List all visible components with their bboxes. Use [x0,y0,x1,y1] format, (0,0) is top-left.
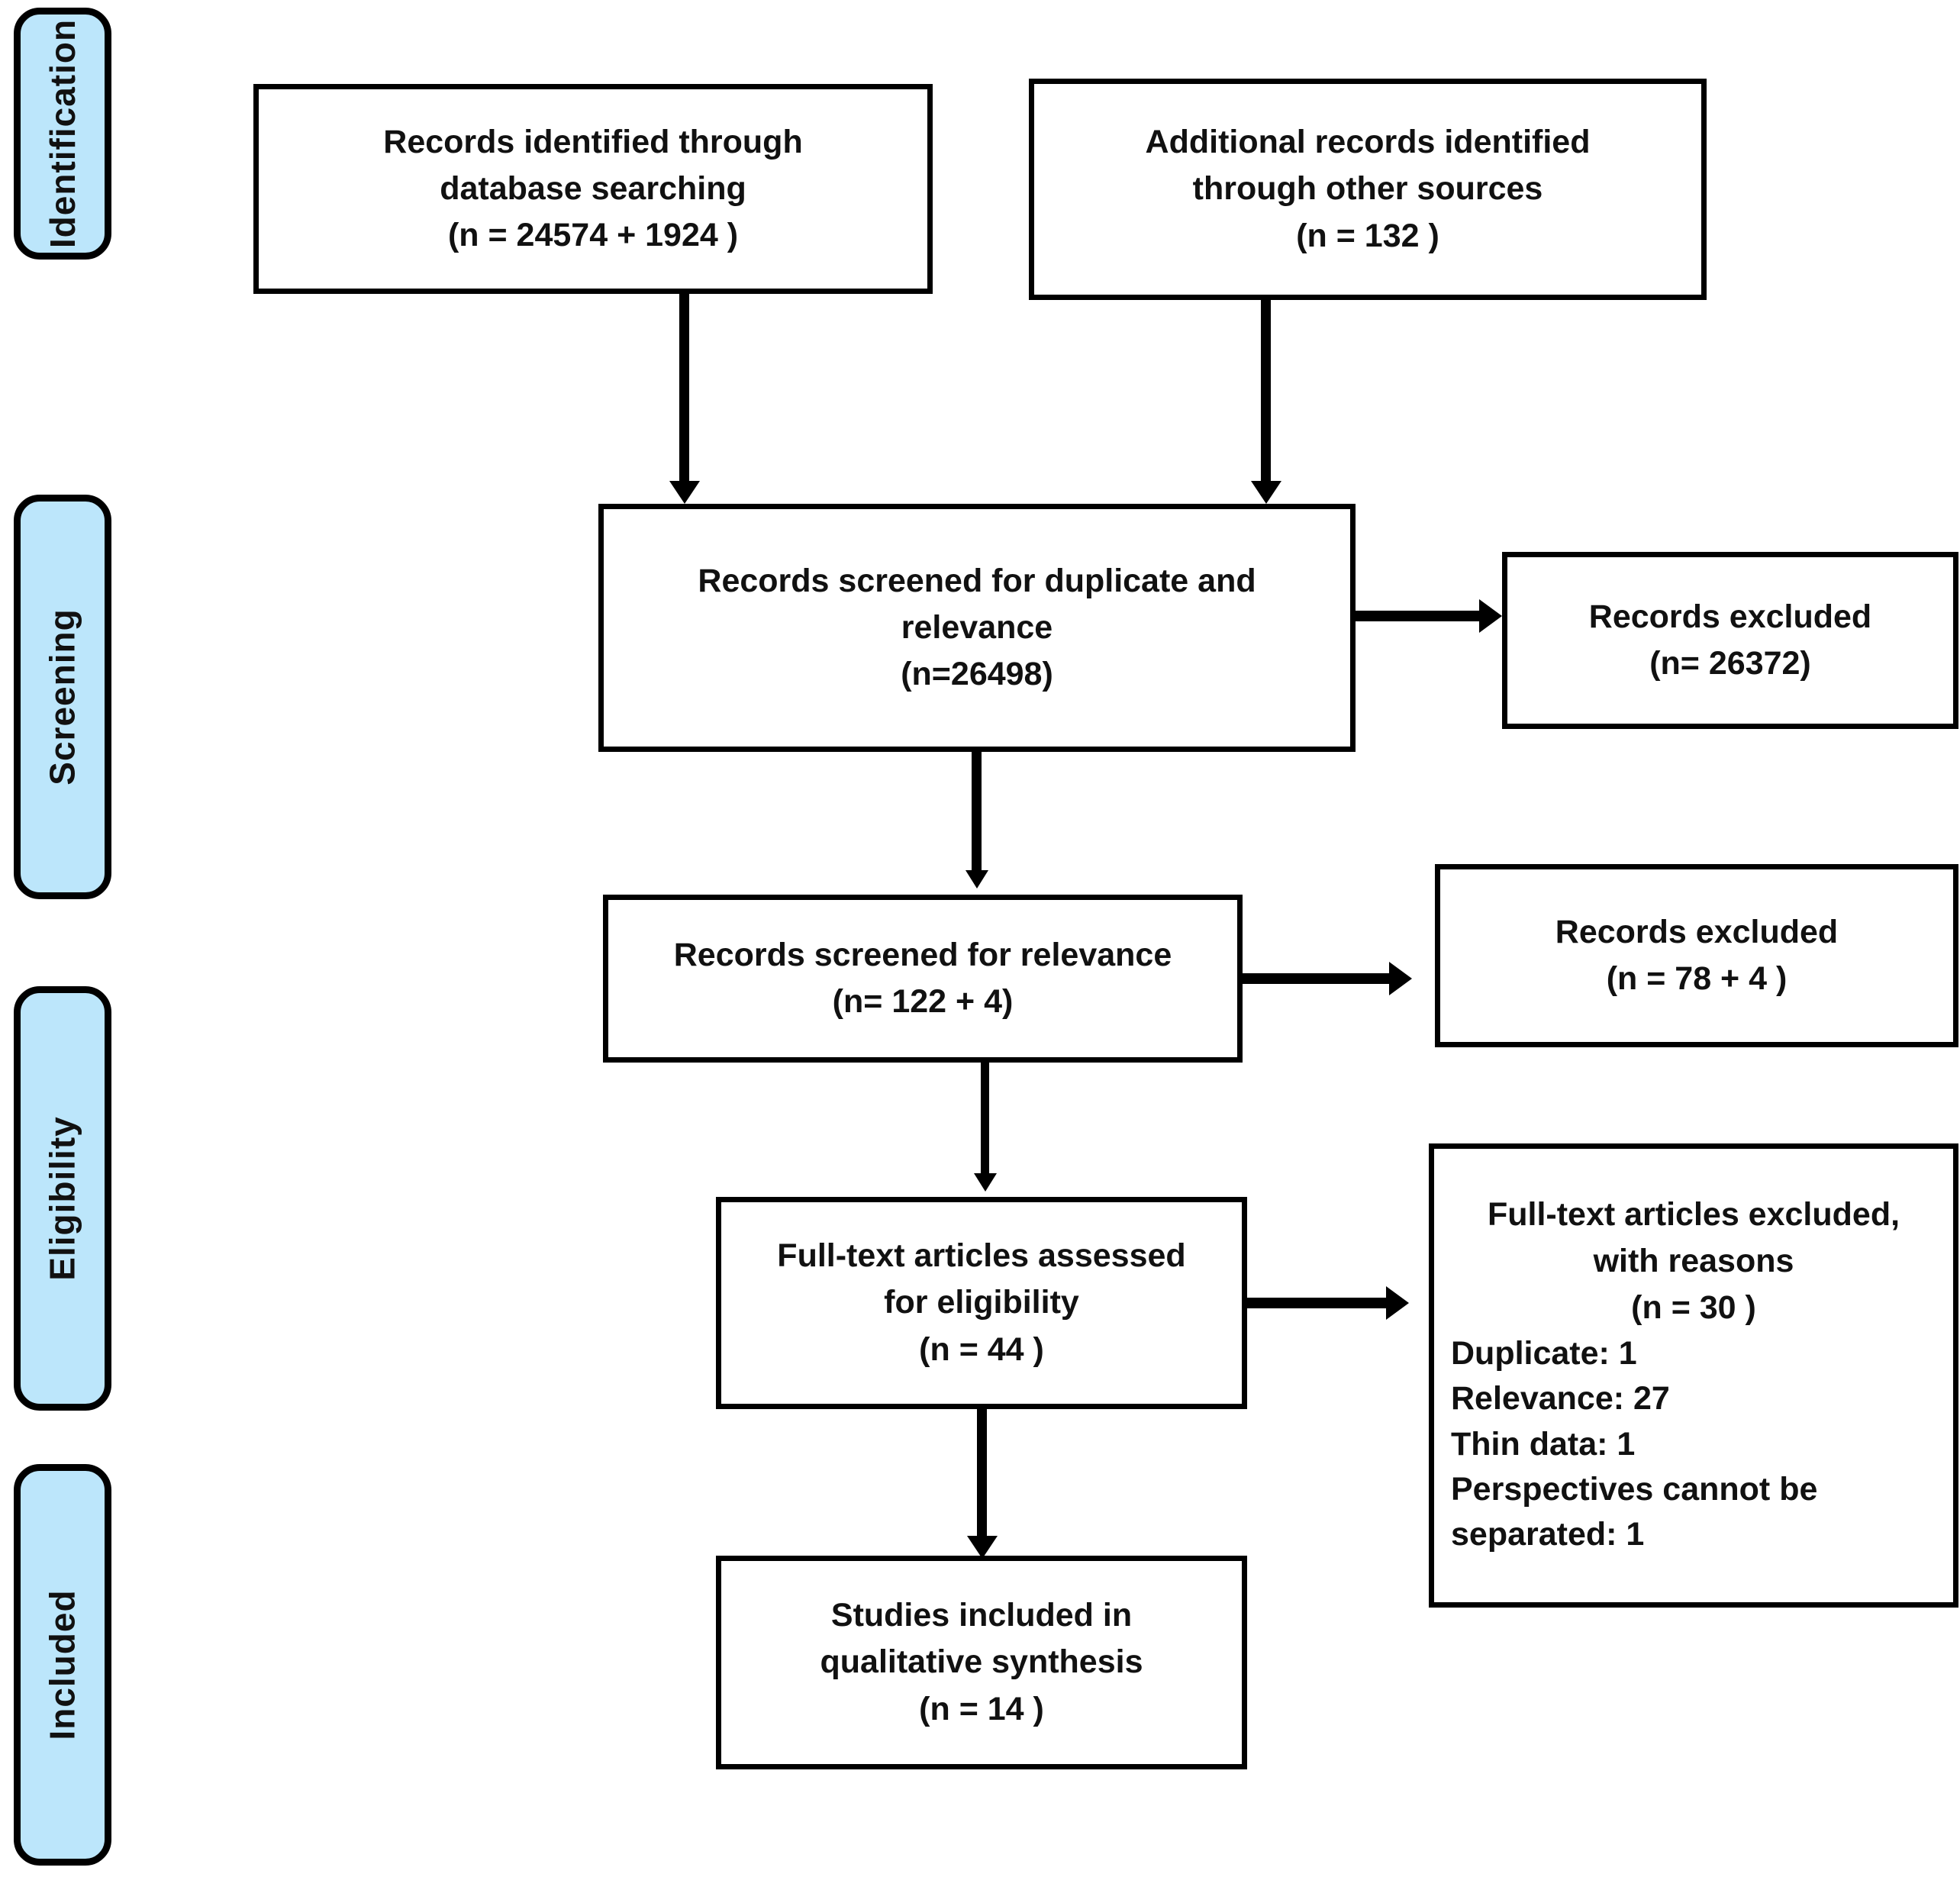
box-line-2: for eligibility [884,1284,1079,1321]
box-records-screened-relevance: Records screened for relevance (n= 122 +… [603,895,1243,1063]
box-line-2: (n = 78 + 4 ) [1606,960,1788,997]
exclusion-reason-perspectives: Perspectives cannot be separated: 1 [1451,1471,1818,1553]
box-line-2: through other sources [1192,170,1543,208]
box-line-2: qualitative synthesis [820,1643,1143,1681]
box-line-3: (n = 24574 + 1924 ) [447,217,739,254]
box-line-1: Full-text articles assessed [777,1237,1186,1275]
box-line-3: (n = 14 ) [919,1690,1044,1727]
stage-pill-eligibility: Eligibility [14,986,111,1411]
box-line-1: Studies included in [830,1597,1133,1634]
arrow-fulltext-to-included-icon [967,1536,998,1559]
stage-pill-screening: Screening [14,495,111,899]
box-line-3: (n = 30 ) [1631,1289,1756,1327]
connector-relevance-to-excluded [1243,973,1392,984]
arrow-fulltext-to-excluded-icon [1386,1286,1409,1320]
box-additional-records-other-sources: Additional records identified through ot… [1029,79,1707,300]
stage-label-eligibility: Eligibility [43,1116,82,1281]
arrow-other-sources-to-screened-icon [1251,481,1281,504]
stage-pill-included: Included [14,1464,111,1866]
box-line-1: Records screened for duplicate and [698,562,1256,599]
box-line-1: Records excluded [1588,598,1872,635]
box-studies-included: Studies included in qualitative synthesi… [716,1556,1247,1769]
box-records-identified-database: Records identified through database sear… [253,84,933,294]
connector-fulltext-to-included [977,1409,987,1545]
box-line-2: relevance [901,608,1053,646]
box-line-3: (n = 44 ) [919,1330,1044,1368]
box-line-1: Records screened for relevance [673,936,1172,973]
box-records-screened-duplicate: Records screened for duplicate and relev… [598,504,1356,752]
box-fulltext-articles-assessed: Full-text articles assessed for eligibil… [716,1197,1247,1409]
arrow-screened-to-excluded-duplicate-icon [1479,599,1502,633]
arrow-database-to-screened-icon [669,481,700,504]
stage-label-screening: Screening [43,608,83,785]
box-line-2: (n= 26372) [1649,645,1811,682]
box-line-2: (n= 122 + 4) [832,983,1014,1020]
connector-relevance-to-fulltext [981,1063,989,1181]
connector-fulltext-to-excluded [1247,1298,1389,1308]
exclusion-reason-relevance: Relevance: 27 [1451,1380,1670,1418]
box-line-3: (n=26498) [901,656,1053,693]
box-line-2: with reasons [1593,1243,1794,1280]
box-line-3: (n = 132 ) [1296,217,1439,254]
arrow-relevance-to-excluded-icon [1389,962,1412,995]
box-fulltext-articles-excluded: Full-text articles excluded, with reason… [1429,1143,1958,1608]
box-line-1: Records excluded [1555,913,1839,950]
connector-database-to-screened [679,294,689,486]
connector-screened-to-excluded-duplicate [1356,611,1481,621]
box-line-1: Records identified through [383,123,803,160]
box-line-1: Full-text articles excluded, [1487,1196,1900,1233]
box-records-excluded-relevance: Records excluded (n = 78 + 4 ) [1435,864,1958,1047]
stage-pill-identification: Identification [14,8,111,260]
exclusion-reason-thin-data: Thin data: 1 [1451,1425,1636,1463]
stage-label-identification: Identification [43,18,83,249]
box-line-2: database searching [440,169,746,207]
stage-label-included: Included [43,1589,82,1740]
arrow-screened-duplicate-to-relevance-icon [965,870,988,889]
arrow-relevance-to-fulltext-icon [974,1173,997,1192]
box-records-excluded-duplicate: Records excluded (n= 26372) [1502,552,1958,729]
connector-other-sources-to-screened [1261,300,1271,486]
box-line-1: Additional records identified [1145,124,1591,161]
connector-screened-duplicate-to-relevance [972,752,982,878]
exclusion-reason-duplicate: Duplicate: 1 [1451,1335,1637,1372]
